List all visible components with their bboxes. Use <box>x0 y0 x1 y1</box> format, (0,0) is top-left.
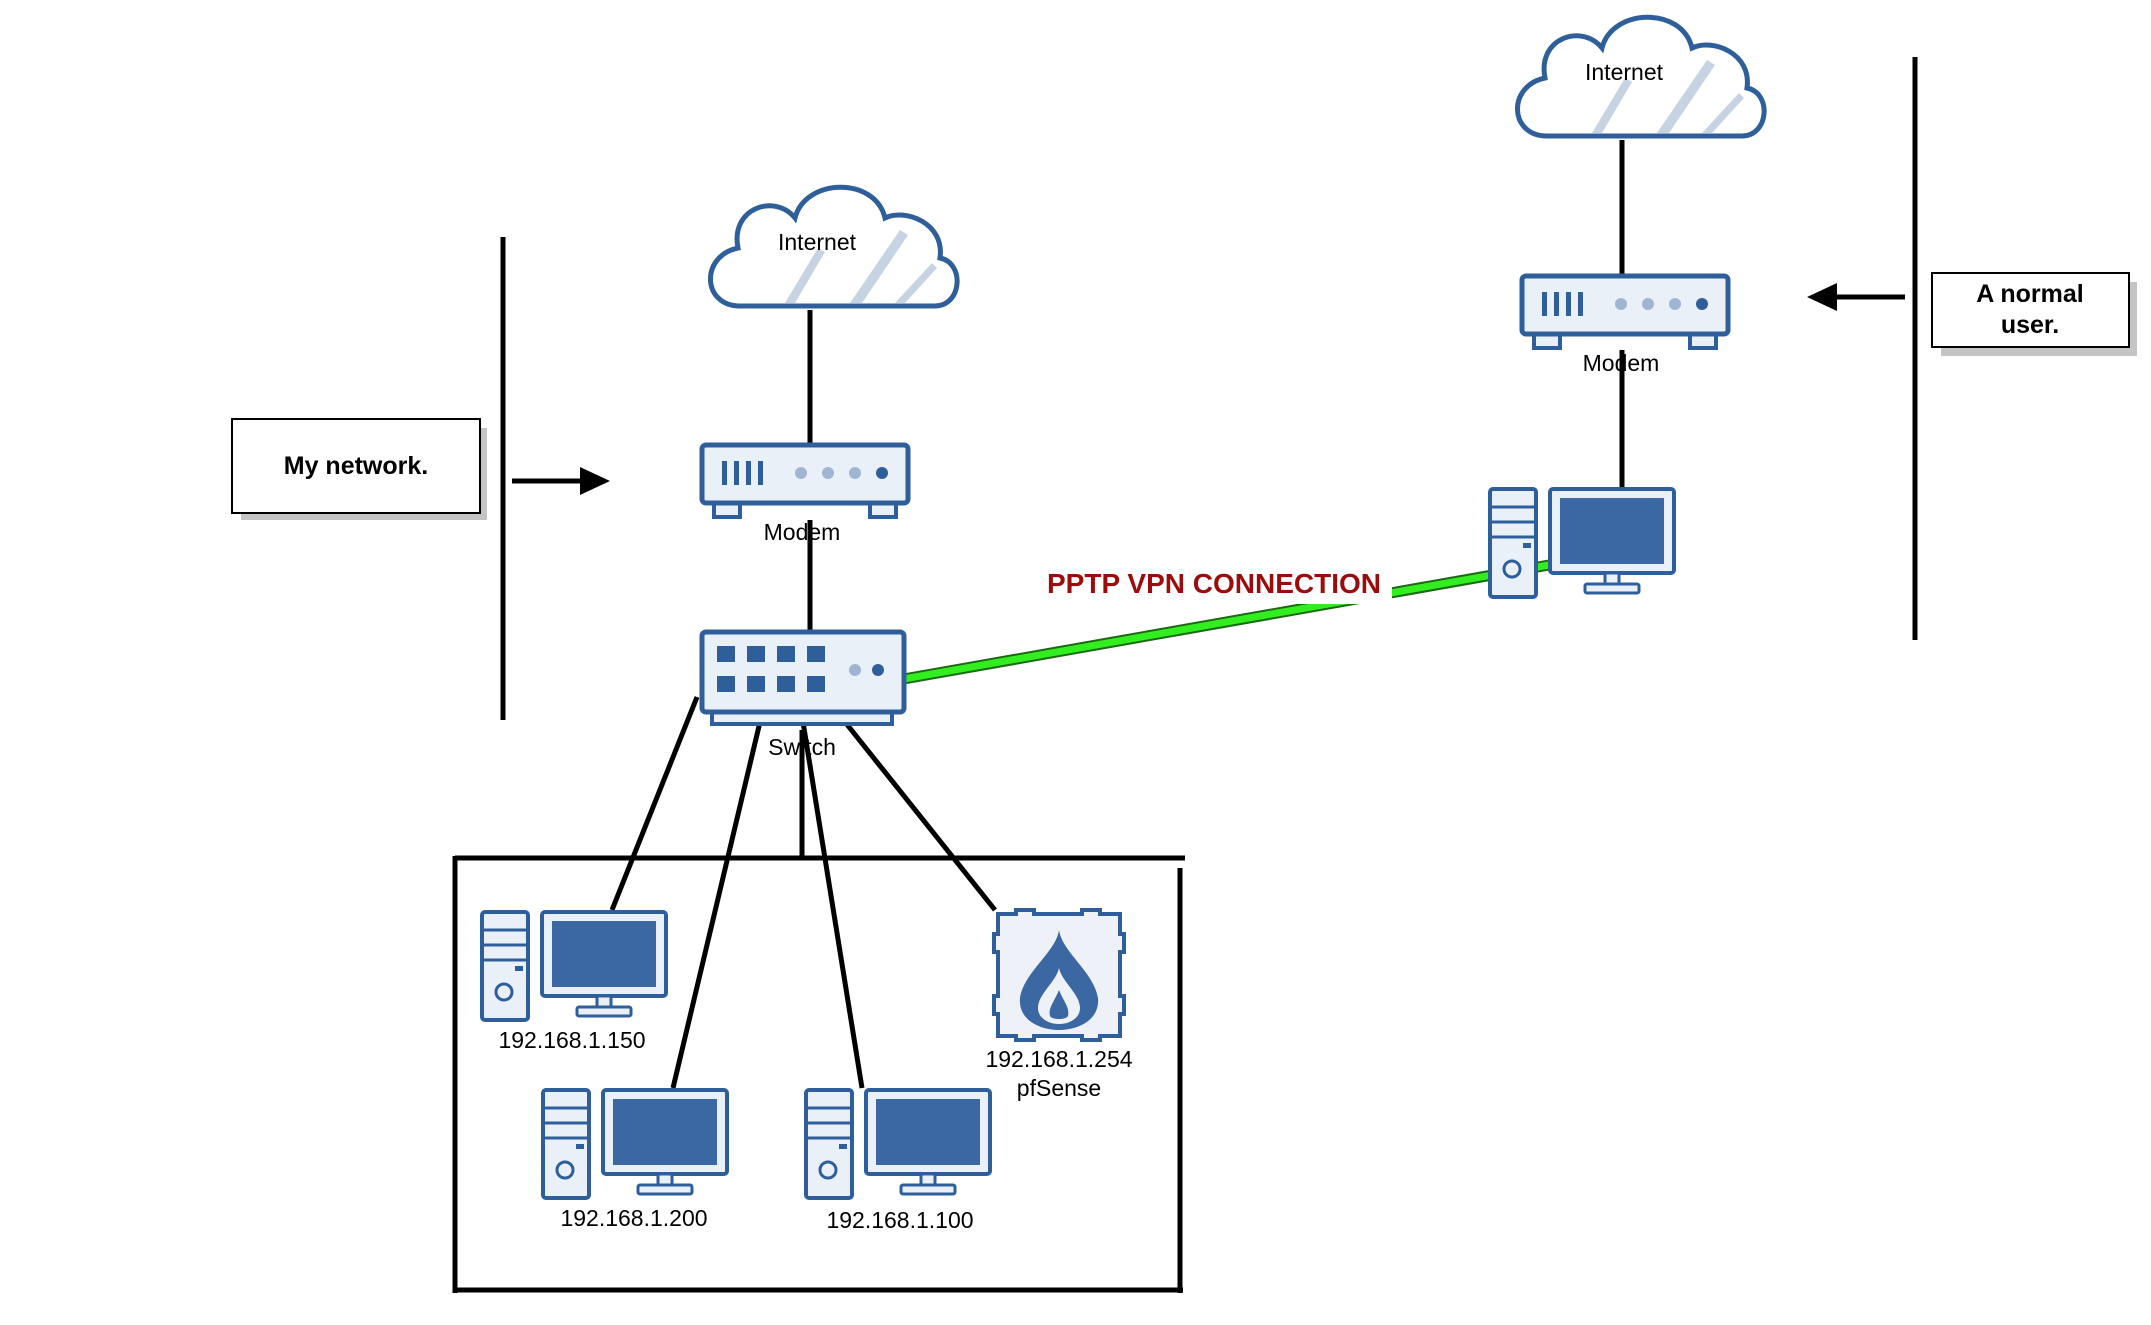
computer-icon <box>1488 487 1676 599</box>
pc2-ip-label: 192.168.1.200 <box>560 1205 707 1231</box>
computer-icon <box>480 910 668 1022</box>
vpn-label: PPTP VPN CONNECTION <box>1047 568 1381 599</box>
modem-label-left: Modem <box>764 519 841 545</box>
arrow-icon <box>1807 283 1905 311</box>
normal-user-label-line1: A normal <box>1976 280 2083 308</box>
computer-icon <box>804 1088 992 1200</box>
modem-label-right: Modem <box>1583 350 1660 376</box>
firewall-name-label: pfSense <box>1017 1075 1101 1101</box>
normal-user-callout: A normal user. <box>1931 272 2137 356</box>
switch-label: Switch <box>768 734 836 760</box>
firewall-ip-label: 192.168.1.254 <box>985 1046 1132 1072</box>
link-switch-pc3 <box>800 721 865 1089</box>
pc1-ip-label: 192.168.1.150 <box>498 1027 645 1053</box>
my-network-callout: My network. <box>231 418 487 520</box>
modem-icon <box>702 445 908 517</box>
link-switch-firewall <box>843 720 997 912</box>
pc3-ip-label: 192.168.1.100 <box>826 1207 973 1233</box>
computer-icon <box>541 1088 729 1200</box>
vpn-connection: PPTP VPN CONNECTION <box>897 550 1601 686</box>
modem-icon <box>1522 276 1728 348</box>
pfsense-firewall-icon <box>992 908 1126 1042</box>
internet-label-right: Internet <box>1585 59 1664 85</box>
internet-label-left: Internet <box>778 229 857 255</box>
normal-user-label-line2: user. <box>2001 311 2059 339</box>
lan-enclosure <box>452 855 1185 1293</box>
arrow-icon <box>512 467 610 495</box>
switch-icon <box>702 632 904 724</box>
link-switch-pc2 <box>670 721 763 1089</box>
connection-lines <box>609 140 1625 1089</box>
link-switch-pc1 <box>609 696 700 911</box>
my-network-label: My network. <box>284 452 428 480</box>
